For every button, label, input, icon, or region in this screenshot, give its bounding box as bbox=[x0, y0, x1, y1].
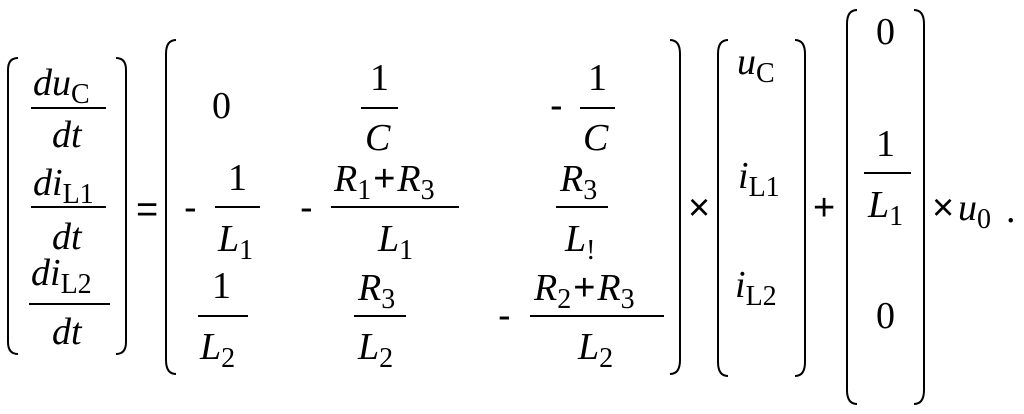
lhs-r3-numerator: diL2 bbox=[31, 252, 92, 300]
matrix-r3-c3-numerator: R2+R3 bbox=[533, 267, 635, 315]
state-vector: uC iL1 iL2 bbox=[717, 39, 806, 377]
matrix-r1-c2-numerator: 1 bbox=[370, 57, 389, 99]
matrix-r1-c3-denominator: C bbox=[583, 117, 609, 159]
input-vector: 0 1 L1 0 bbox=[846, 9, 925, 405]
state-r1: uC bbox=[737, 41, 775, 89]
lhs-right-paren bbox=[115, 57, 127, 355]
times-sign-2: × bbox=[932, 187, 954, 229]
matrix-r2-c2-numerator: R1+R3 bbox=[333, 158, 435, 206]
input-vec-r2-numerator: 1 bbox=[876, 123, 895, 165]
equals-sign: = bbox=[136, 189, 158, 231]
state-r2: iL1 bbox=[738, 155, 780, 203]
period: . bbox=[1006, 189, 1016, 231]
input-vec-r1: 0 bbox=[876, 11, 895, 53]
input-vec-left-paren bbox=[846, 9, 858, 405]
input-vec-right-paren bbox=[913, 9, 925, 405]
matrix-r2-c1-denominator: L1 bbox=[217, 218, 253, 266]
matrix-r1-c3-sign: - bbox=[550, 85, 563, 127]
matrix-r1-c2-denominator: C bbox=[365, 117, 391, 159]
matrix-r2-c1-sign: - bbox=[184, 187, 197, 229]
input-vec-r2-denominator: L1 bbox=[867, 184, 903, 232]
state-r3: iL2 bbox=[735, 264, 777, 312]
plus-sign: + bbox=[813, 187, 835, 229]
matrix-r3-c3-denominator: L2 bbox=[577, 326, 613, 374]
matrix-r2-c1-numerator: 1 bbox=[228, 157, 247, 199]
lhs-r1-numerator: duC bbox=[33, 62, 90, 110]
matrix-r1-c1: 0 bbox=[212, 85, 231, 127]
matrix-r3-c1-numerator: 1 bbox=[212, 265, 231, 307]
matrix-left-paren bbox=[165, 39, 177, 375]
lhs-r2-numerator: diL1 bbox=[33, 162, 94, 210]
matrix-r3-c1-denominator: L2 bbox=[199, 326, 235, 374]
lhs-r3-denominator: dt bbox=[52, 311, 83, 353]
lhs-vector: duC dt diL1 dt diL2 dt bbox=[7, 57, 127, 355]
matrix-r3-c3-sign: - bbox=[498, 295, 511, 337]
input-variable: u0 bbox=[958, 187, 991, 235]
system-matrix: 0 1 C - 1 C - 1 L1 - R1+R3 L1 R3 L! 1 bbox=[165, 39, 681, 375]
matrix-r1-c3-numerator: 1 bbox=[588, 57, 607, 99]
matrix-r3-c2-numerator: R3 bbox=[357, 267, 395, 315]
times-sign: × bbox=[688, 187, 710, 229]
matrix-r3-c2-denominator: L2 bbox=[357, 326, 393, 374]
matrix-r2-c2-sign: - bbox=[300, 187, 313, 229]
state-left-paren bbox=[717, 39, 729, 377]
lhs-r2-denominator: dt bbox=[52, 216, 83, 258]
state-right-paren bbox=[794, 39, 806, 377]
matrix-r2-c3-numerator: R3 bbox=[559, 158, 597, 206]
matrix-r2-c2-denominator: L1 bbox=[377, 218, 413, 266]
lhs-r1-denominator: dt bbox=[52, 114, 83, 156]
input-vec-r3: 0 bbox=[876, 295, 895, 337]
lhs-left-paren bbox=[7, 57, 19, 355]
matrix-r2-c3-denominator: L! bbox=[564, 218, 595, 266]
matrix-right-paren bbox=[669, 39, 681, 375]
